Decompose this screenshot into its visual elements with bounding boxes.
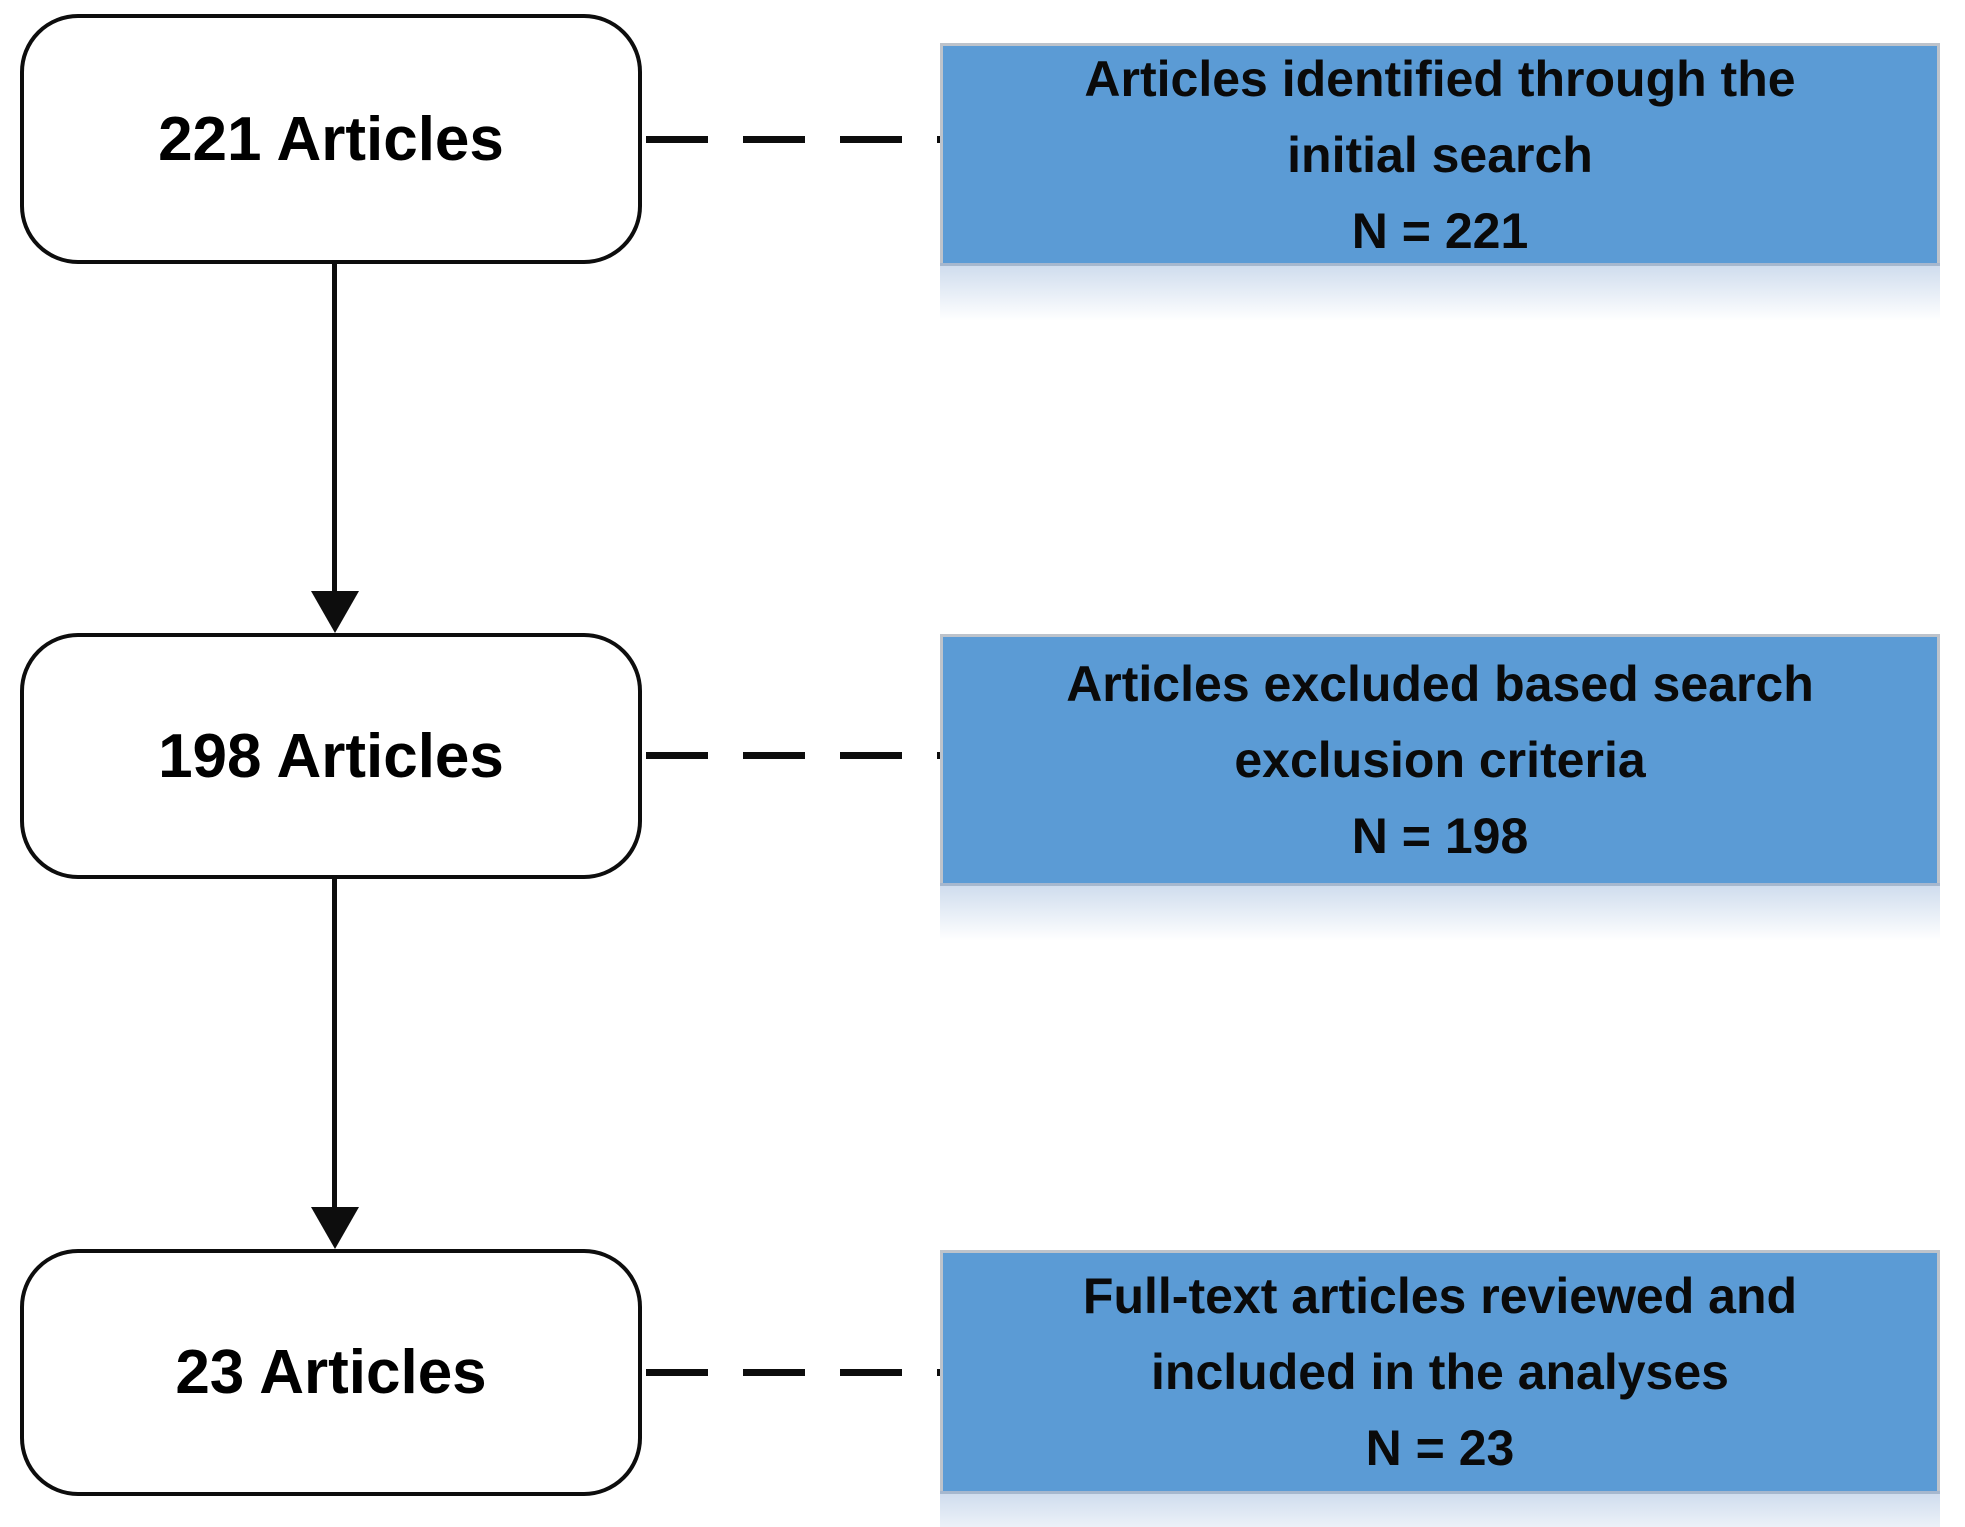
dashed-connector-1 [646, 136, 940, 143]
node-23-articles: 23 Articles [20, 1249, 642, 1496]
note-excluded-articles: Articles excluded based search exclusion… [940, 634, 1940, 941]
arrow-shaft [332, 264, 337, 594]
node-label: 198 Articles [158, 721, 504, 791]
note-fulltext-reviewed: Full-text articles reviewed and included… [940, 1250, 1940, 1527]
dashed-connector-2 [646, 752, 940, 759]
note-text-line: Articles identified through the [1084, 50, 1796, 107]
note-count: N = 198 [1351, 808, 1529, 864]
node-221-articles: 221 Articles [20, 14, 642, 264]
note-text-line: initial search [1287, 126, 1593, 183]
dashed-connector-3 [646, 1369, 940, 1376]
arrowhead-down-icon [311, 1207, 359, 1249]
note-text-line: exclusion criteria [1234, 732, 1646, 788]
arrow-shaft [332, 878, 337, 1210]
node-198-articles: 198 Articles [20, 633, 642, 879]
note-initial-search: Articles identified through the initial … [940, 43, 1940, 321]
node-label: 221 Articles [158, 104, 504, 174]
note-text-line: Full-text articles reviewed and [1082, 1268, 1798, 1324]
note-count: N = 23 [1365, 1420, 1515, 1476]
note-text-line: Articles excluded based search [1066, 656, 1814, 712]
note-count: N = 221 [1351, 202, 1529, 259]
arrowhead-down-icon [311, 591, 359, 633]
node-label: 23 Articles [175, 1338, 487, 1407]
note-text-line: included in the analyses [1151, 1344, 1729, 1400]
